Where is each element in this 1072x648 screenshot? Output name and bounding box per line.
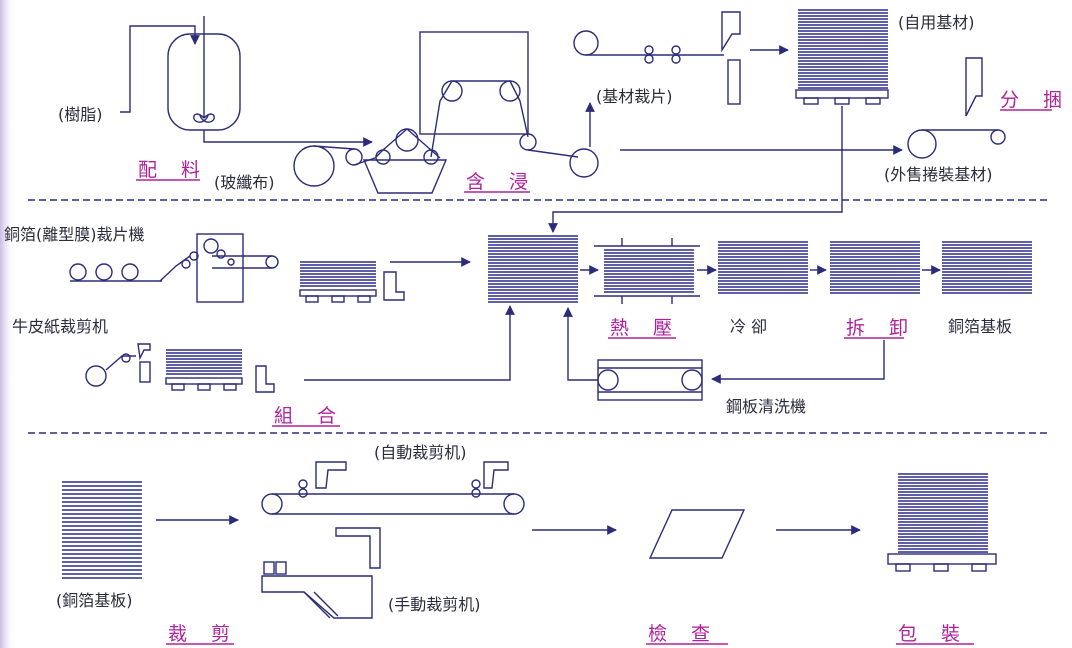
ccl-label: 銅箔基板 <box>948 317 1012 336</box>
ccl-stack <box>942 241 1032 294</box>
hot-press-stack <box>604 249 694 293</box>
manual-cutter <box>261 527 381 619</box>
step-bundling: 分 捆 <box>1000 89 1071 111</box>
hot-press <box>594 238 700 304</box>
return-line-from-disassembly <box>711 340 885 384</box>
step-assembly: 組 合 <box>274 405 345 427</box>
step-inspection: 檢 查 <box>648 623 719 645</box>
disassembly-stack <box>830 241 920 294</box>
auto-cutter <box>261 461 525 515</box>
self-use-substrate-label: (自用基材) <box>898 13 975 32</box>
manual-cutter-label: (手動裁剪机) <box>388 595 481 614</box>
pallet-d <box>887 553 997 572</box>
pallet-a <box>795 89 889 105</box>
glass-cloth-roll <box>293 145 376 187</box>
link-stack-to-assembly <box>548 106 843 233</box>
pallet-c <box>165 365 275 393</box>
glass-cloth-label: (玻纖布) <box>214 173 275 192</box>
impregnation-tank <box>362 128 448 194</box>
inspection-sheet <box>648 509 746 559</box>
plate-cleaner-label: 鋼板清洗機 <box>726 397 806 416</box>
drying-tower <box>419 31 529 158</box>
substrate-cutting-machine <box>573 11 741 105</box>
bundling-cutter <box>965 57 983 117</box>
steel-plate-cleaner <box>597 359 703 401</box>
web-path <box>527 149 579 158</box>
substrate-cutting-label: (基材裁片) <box>596 87 673 106</box>
step-packaging: 包 裝 <box>898 623 969 645</box>
auto-cutter-label: (自動裁剪机) <box>374 443 467 462</box>
self-use-substrate-stack <box>798 9 888 89</box>
kraft-paper-cutter-label: 牛皮紙裁剪机 <box>12 317 108 336</box>
mixing-tank <box>167 16 241 131</box>
ccl-input-stack <box>62 481 142 579</box>
rolled-substrate-rewinder <box>907 129 1006 159</box>
resin-label: (樹脂) <box>58 105 103 124</box>
packaging-stack <box>898 473 988 553</box>
arrow-kraft-to-assembly <box>304 305 515 381</box>
step-hot-press: 熱 壓 <box>610 317 681 339</box>
step-mixing: 配 料 <box>138 159 209 181</box>
kraft-paper-cutter <box>85 343 151 387</box>
copper-foil-stack <box>300 261 376 287</box>
ccl-input-label: (銅箔基板) <box>56 591 133 610</box>
tank-outlet-pipe <box>203 130 373 147</box>
step-disassembly: 拆 卸 <box>846 317 917 339</box>
cooling-stack <box>718 241 808 294</box>
rolled-substrate-sale-label: (外售捲裝基材) <box>884 165 993 184</box>
step-cutting: 裁 剪 <box>168 623 239 645</box>
kraft-paper-stack <box>166 349 242 375</box>
assembly-stack <box>488 235 578 303</box>
copper-foil-cutter-label: 銅箔(離型膜)裁片機 <box>4 225 145 244</box>
cooling-label: 冷 卻 <box>730 317 767 336</box>
copper-foil-cutter <box>69 233 279 303</box>
pallet-b <box>299 271 405 303</box>
return-line-to-assembly <box>563 307 598 381</box>
resin-feed-line <box>120 25 200 113</box>
output-roller <box>569 148 599 178</box>
step-impregnation: 含 浸 <box>466 171 537 193</box>
